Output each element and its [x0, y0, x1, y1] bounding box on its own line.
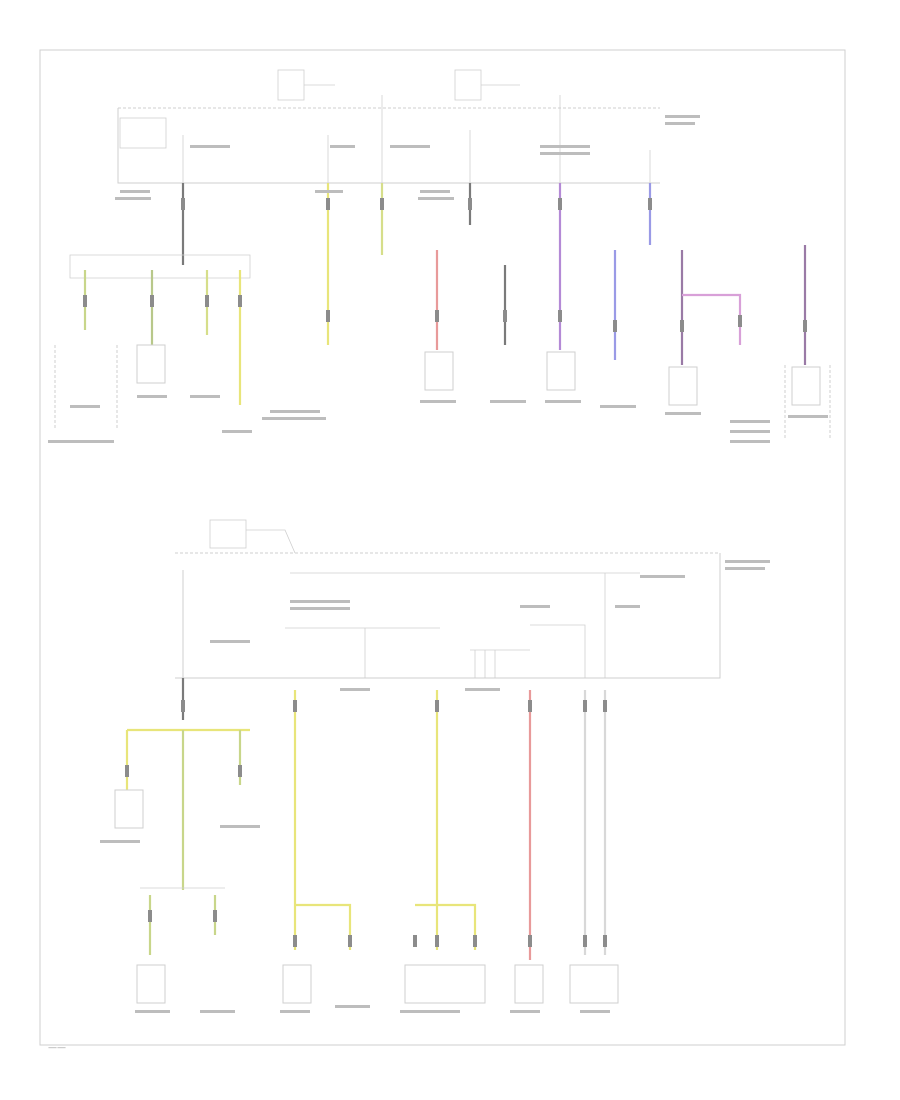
component-box — [424, 351, 454, 391]
component-box — [282, 964, 312, 1004]
lower-components — [114, 789, 619, 1004]
component-box — [404, 964, 486, 1004]
upper-fuse-box — [117, 69, 660, 184]
component-box — [668, 366, 698, 406]
upper-wires — [69, 183, 807, 405]
lower-fuse-box — [175, 519, 721, 679]
lower-label-marks — [100, 560, 770, 1013]
upper-connectors — [83, 198, 807, 332]
component-box — [514, 964, 544, 1004]
footer-code: —— — [48, 1043, 66, 1053]
lower-connectors — [125, 700, 607, 947]
component-box — [114, 789, 144, 829]
diagram-border — [39, 49, 846, 1046]
component-box — [136, 344, 166, 384]
lower-wires — [125, 678, 607, 960]
component-box — [569, 964, 619, 1004]
component-box — [791, 366, 821, 406]
component-box — [136, 964, 166, 1004]
upper-label-marks — [48, 115, 828, 443]
component-box — [546, 351, 576, 391]
upper-components — [54, 344, 831, 440]
